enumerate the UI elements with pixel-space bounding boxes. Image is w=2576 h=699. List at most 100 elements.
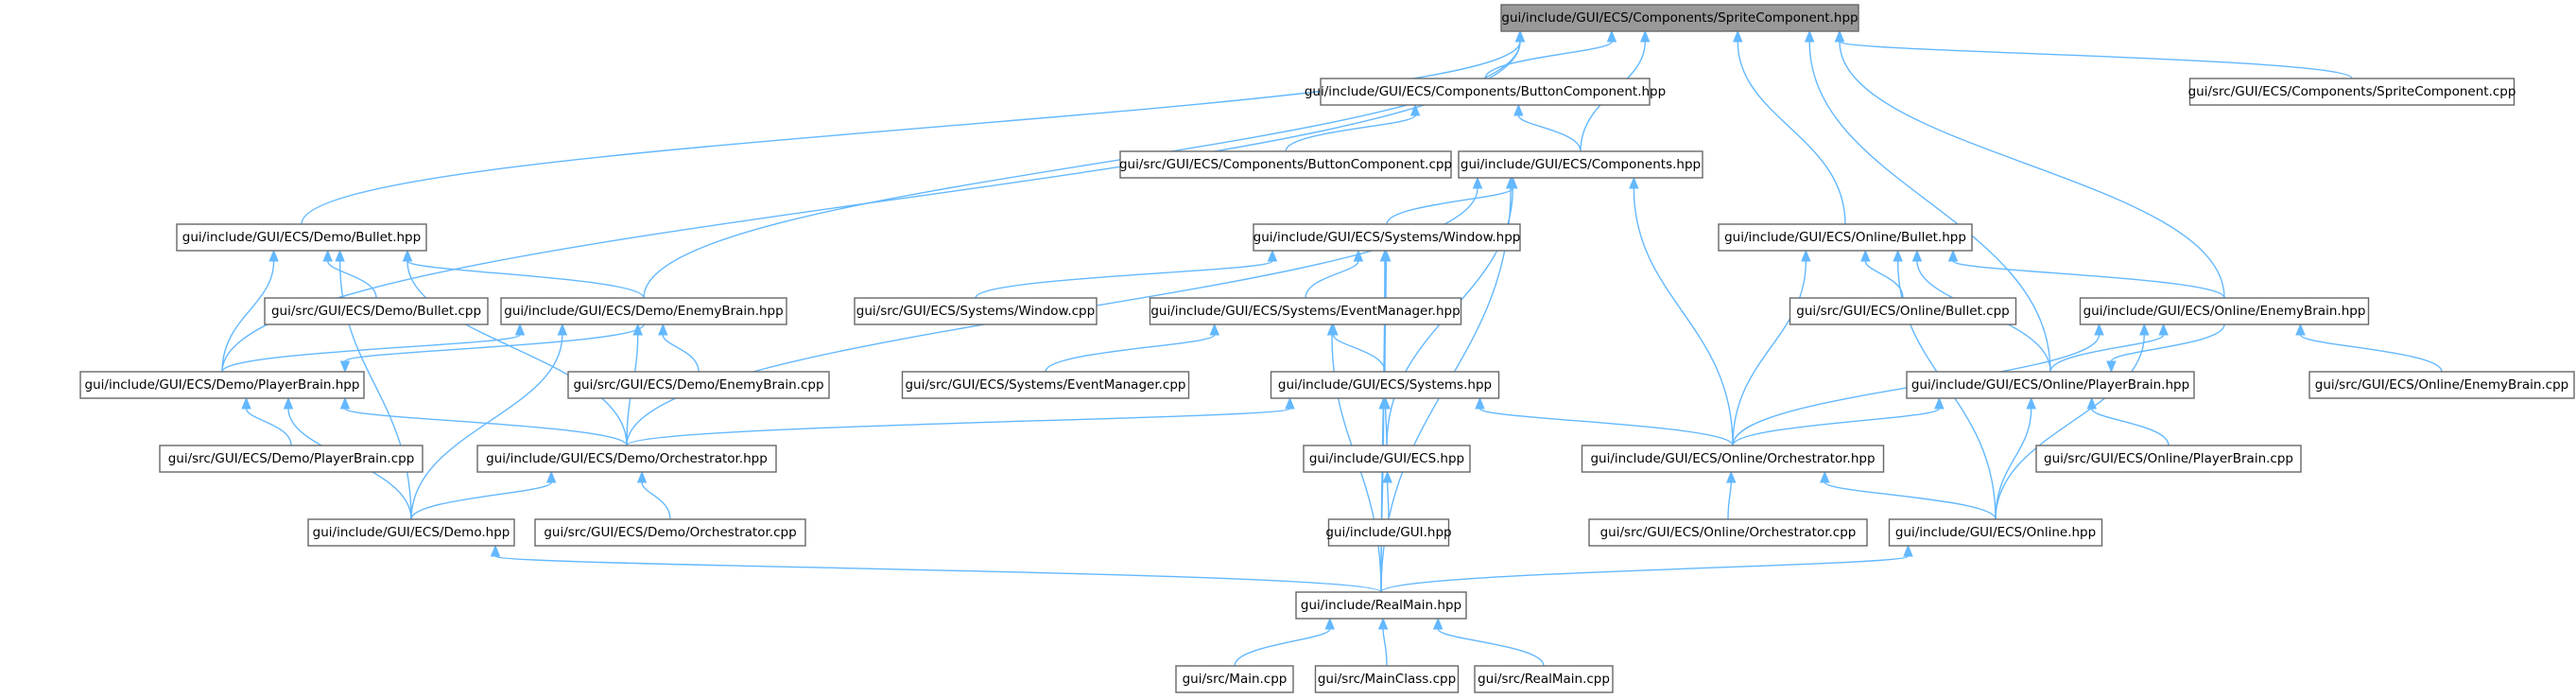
file-node[interactable]: gui/include/GUI/ECS/Online/PlayerBrain.h…: [1906, 371, 2195, 399]
file-node[interactable]: gui/include/GUI/ECS/Demo.hpp: [307, 518, 515, 547]
file-node[interactable]: gui/include/GUI/ECS/Online/Bullet.hpp: [1718, 223, 1973, 252]
dependency-edge: [1478, 408, 1734, 446]
dependency-edge: [1386, 187, 1513, 225]
dependency-edge: [626, 408, 1291, 446]
dependency-edge: [1305, 260, 1359, 299]
file-node[interactable]: gui/src/RealMain.cpp: [1474, 665, 1614, 693]
file-node[interactable]: gui/src/GUI/ECS/Systems/Window.cpp: [854, 297, 1098, 325]
edge-arrowhead: [1801, 249, 1811, 262]
dependency-edge: [326, 260, 377, 299]
file-node[interactable]: gui/src/GUI/ECS/Demo/Bullet.cpp: [264, 297, 489, 325]
file-node[interactable]: gui/include/GUI/ECS/Systems/Window.hpp: [1253, 223, 1521, 252]
file-node[interactable]: gui/src/GUI/ECS/Demo/PlayerBrain.cpp: [159, 445, 424, 473]
file-node[interactable]: gui/include/GUI/ECS/Online/Orchestrator.…: [1581, 445, 1885, 473]
node-box: [1906, 371, 2195, 399]
nodes-layer: gui/include/GUI/ECS/Components/SpriteCom…: [79, 4, 2575, 693]
file-node[interactable]: gui/include/GUI/ECS/Systems/EventManager…: [1149, 297, 1462, 325]
dependency-edge: [1839, 41, 2225, 299]
file-node[interactable]: gui/src/GUI/ECS/Online/Orchestrator.cpp: [1588, 518, 1868, 547]
edge-arrowhead: [1726, 470, 1737, 483]
node-box: [307, 518, 515, 547]
edge-arrowhead: [1860, 249, 1871, 262]
edge-arrowhead: [1379, 249, 1391, 262]
edge-arrowhead: [1472, 176, 1483, 189]
edge-arrowhead: [1820, 470, 1830, 483]
edge-arrowhead: [490, 544, 501, 557]
file-node[interactable]: gui/src/GUI/ECS/Demo/Orchestrator.cpp: [534, 518, 806, 547]
edge-arrowhead: [545, 470, 557, 483]
node-label: gui/src/GUI/ECS/Online/EnemyBrain.cpp: [2315, 377, 2569, 393]
dependency-edge: [221, 260, 275, 373]
edge-arrowhead: [632, 323, 643, 336]
edge-arrowhead: [1513, 103, 1524, 116]
node-label: gui/src/GUI/ECS/Demo/EnemyBrain.cpp: [573, 377, 823, 393]
node-box: [901, 371, 1190, 399]
file-node[interactable]: gui/include/GUI/ECS/Online/EnemyBrain.hp…: [2079, 297, 2370, 325]
edge-arrowhead: [1378, 396, 1389, 410]
file-node[interactable]: gui/include/GUI/ECS/Demo/Orchestrator.hp…: [476, 445, 777, 473]
dependency-edge: [1808, 41, 2051, 373]
file-node[interactable]: gui/src/Main.cpp: [1175, 665, 1294, 693]
file-node[interactable]: gui/include/RealMain.hpp: [1295, 591, 1467, 620]
node-box: [1270, 371, 1500, 399]
edges-layer: [221, 29, 2443, 667]
node-label: gui/include/GUI/ECS/Demo.hpp: [313, 525, 510, 540]
node-box: [534, 518, 806, 547]
edge-arrowhead: [283, 396, 294, 410]
file-node[interactable]: gui/src/GUI/ECS/Online/PlayerBrain.cpp: [2035, 445, 2302, 473]
file-node[interactable]: gui/include/GUI/ECS/Demo/EnemyBrain.hpp: [500, 297, 787, 325]
file-node[interactable]: gui/include/GUI/ECS/Components.hpp: [1458, 150, 1703, 179]
file-node[interactable]: gui/src/GUI/ECS/Systems/EventManager.cpp: [901, 371, 1190, 399]
node-box: [1253, 223, 1521, 252]
dependency-edge: [1385, 408, 1388, 446]
dependency-edge: [1285, 114, 1416, 152]
node-box: [1295, 591, 1467, 620]
node-box: [500, 297, 787, 325]
file-node[interactable]: gui/src/MainClass.cpp: [1314, 665, 1460, 693]
dependency-edge: [1732, 408, 1941, 446]
edge-arrowhead: [1209, 323, 1219, 336]
dependency-edge: [344, 323, 645, 362]
edge-arrowhead: [268, 249, 279, 262]
dependency-edge: [1484, 41, 1613, 79]
file-node[interactable]: gui/src/GUI/ECS/Demo/EnemyBrain.cpp: [567, 371, 830, 399]
file-node[interactable]: gui/include/GUI/ECS/Systems.hpp: [1270, 371, 1500, 399]
file-node[interactable]: gui/src/GUI/ECS/Online/Bullet.cpp: [1789, 297, 2017, 325]
edge-arrowhead: [1947, 249, 1959, 262]
edge-arrowhead: [514, 323, 526, 336]
dependency-edge: [1824, 481, 1997, 520]
node-box: [1474, 665, 1614, 693]
node-label: gui/src/GUI/ECS/Online/PlayerBrain.cpp: [2044, 451, 2293, 466]
file-node[interactable]: gui/include/GUI/ECS/Demo/PlayerBrain.hpp: [79, 371, 365, 399]
node-label: gui/include/GUI/ECS/Systems/Window.hpp: [1253, 230, 1521, 245]
file-node[interactable]: gui/src/GUI/ECS/Components/ButtonCompone…: [1119, 150, 1452, 179]
edge-arrowhead: [1432, 617, 1444, 630]
dependency-edge: [410, 481, 552, 520]
edge-arrowhead: [1409, 103, 1421, 116]
dependency-edge: [2091, 408, 2170, 446]
dependency-edge: [1995, 408, 2032, 520]
file-node[interactable]: gui/include/GUI/ECS/Online.hpp: [1888, 518, 2103, 547]
file-node[interactable]: gui/src/GUI/ECS/Online/EnemyBrain.cpp: [2308, 371, 2575, 399]
file-node[interactable]: gui/include/GUI/ECS/Demo/Bullet.hpp: [176, 223, 427, 252]
dependency-edge: [1839, 41, 2353, 79]
dependency-edge: [406, 260, 628, 446]
node-label: gui/src/GUI/ECS/Components/ButtonCompone…: [1119, 157, 1452, 172]
node-label: gui/src/Main.cpp: [1183, 672, 1288, 687]
edge-arrowhead: [2158, 323, 2169, 336]
file-node[interactable]: gui/include/GUI/ECS.hpp: [1303, 445, 1471, 473]
node-box: [476, 445, 777, 473]
root-file-node: gui/include/GUI/ECS/Components/SpriteCom…: [1500, 4, 1859, 32]
dependency-edge: [1387, 481, 1390, 520]
node-box: [1588, 518, 1868, 547]
dependency-edge: [221, 334, 521, 373]
dependency-edge: [1952, 260, 2225, 299]
edge-arrowhead: [2086, 396, 2097, 410]
file-node[interactable]: gui/include/GUI/ECS/Components/ButtonCom…: [1305, 78, 1666, 106]
dependency-edge: [1332, 334, 1386, 373]
dependency-edge: [1382, 628, 1388, 667]
edge-arrowhead: [1911, 249, 1923, 262]
edge-arrowhead: [1324, 617, 1335, 630]
file-node[interactable]: gui/include/GUI.hpp: [1325, 518, 1452, 547]
file-node[interactable]: gui/src/GUI/ECS/Components/SpriteCompone…: [2188, 78, 2516, 106]
